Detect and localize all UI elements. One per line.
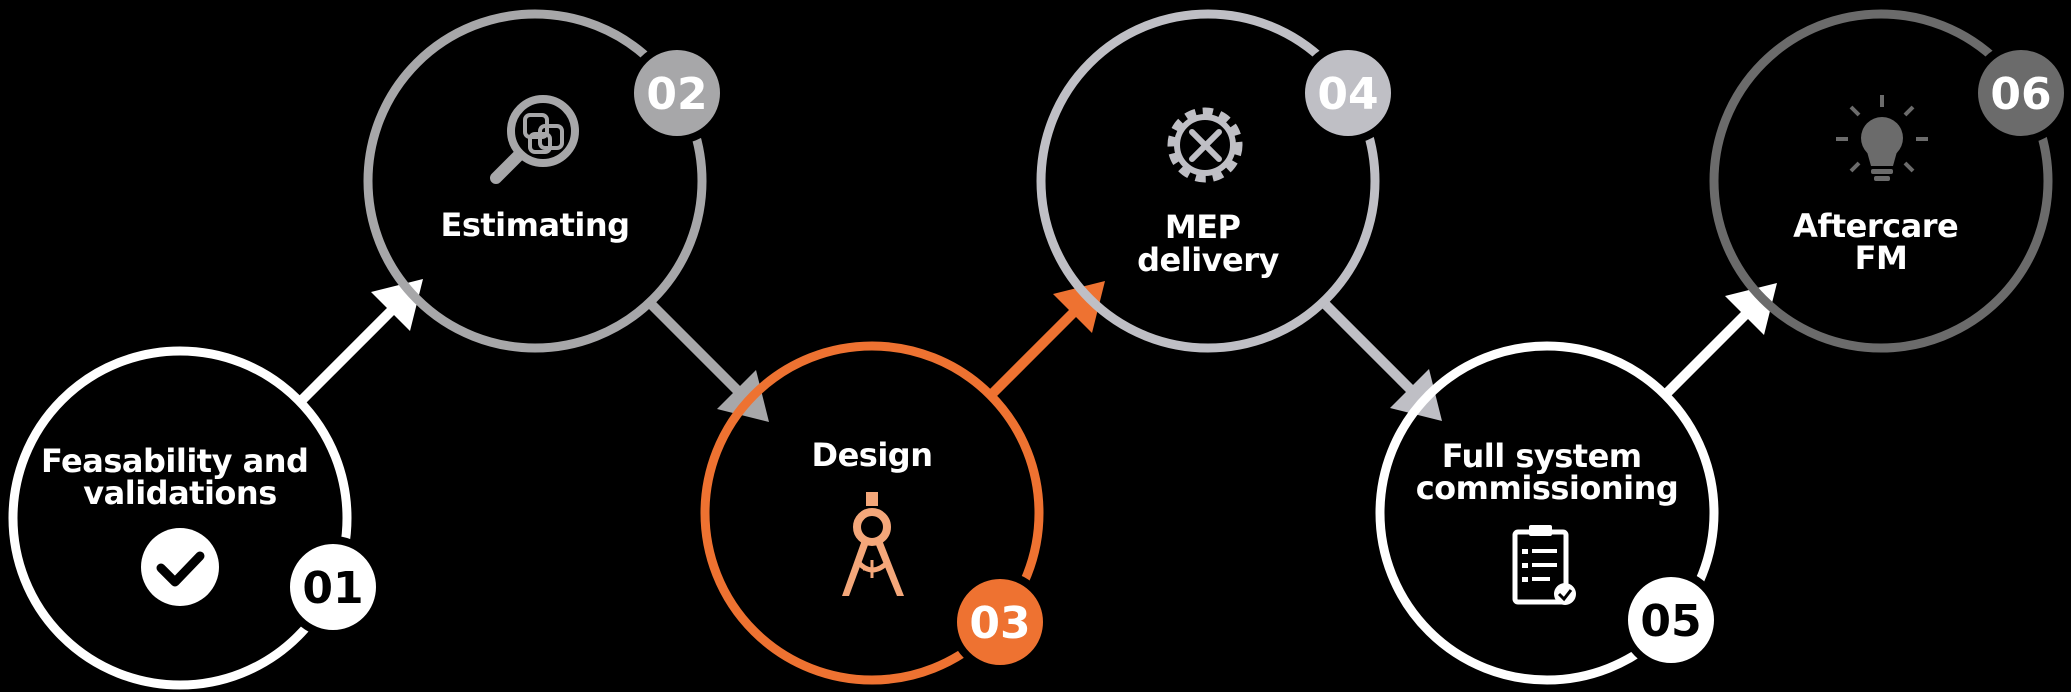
step-06-label: Aftercare FM [1793,207,1969,277]
step-01-badge [282,536,384,638]
lightbulb-icon [1836,95,1928,181]
drafting-compass-icon [842,492,904,596]
step-06-badge [1970,42,2071,144]
step-03-label: Design [812,436,933,474]
step-04-ring [1036,9,1380,353]
step-05-number: 05 [1640,596,1701,647]
gear-tools-icon [1167,107,1243,183]
step-03-badge [949,571,1051,673]
connector-04-05 [1322,301,1442,421]
step-01: Feasability and validations 01 [8,346,384,690]
connector-03-04 [985,281,1105,401]
step-01-label: Feasability and validations [41,442,319,512]
connector-02-03 [648,301,769,422]
step-05-label: Full system commissioning [1416,437,1679,507]
step-02: Estimating 02 [363,9,728,353]
step-03-ring [700,341,1044,685]
step-02-ring [363,9,707,353]
step-06: Aftercare FM 06 [1709,9,2071,353]
step-04: MEP delivery 04 [1036,9,1399,353]
step-02-badge [626,42,728,144]
step-04-number: 04 [1317,69,1378,120]
step-06-ring [1709,9,2053,353]
check-circle-icon [141,528,219,606]
step-05: Full system commissioning 05 [1375,341,1722,685]
clipboard-check-icon [1512,525,1576,605]
step-01-ring [8,346,352,690]
step-06-number: 06 [1990,69,2051,120]
step-05-ring [1375,341,1719,685]
step-02-number: 02 [646,69,707,120]
step-03-number: 03 [969,598,1030,649]
step-05-badge [1620,569,1722,671]
step-04-label: MEP delivery [1137,208,1279,279]
step-03: Design 03 [700,341,1051,685]
step-04-badge [1297,42,1399,144]
step-01-number: 01 [302,563,363,614]
magnifier-icon [490,95,579,184]
step-02-label: Estimating [440,206,629,244]
